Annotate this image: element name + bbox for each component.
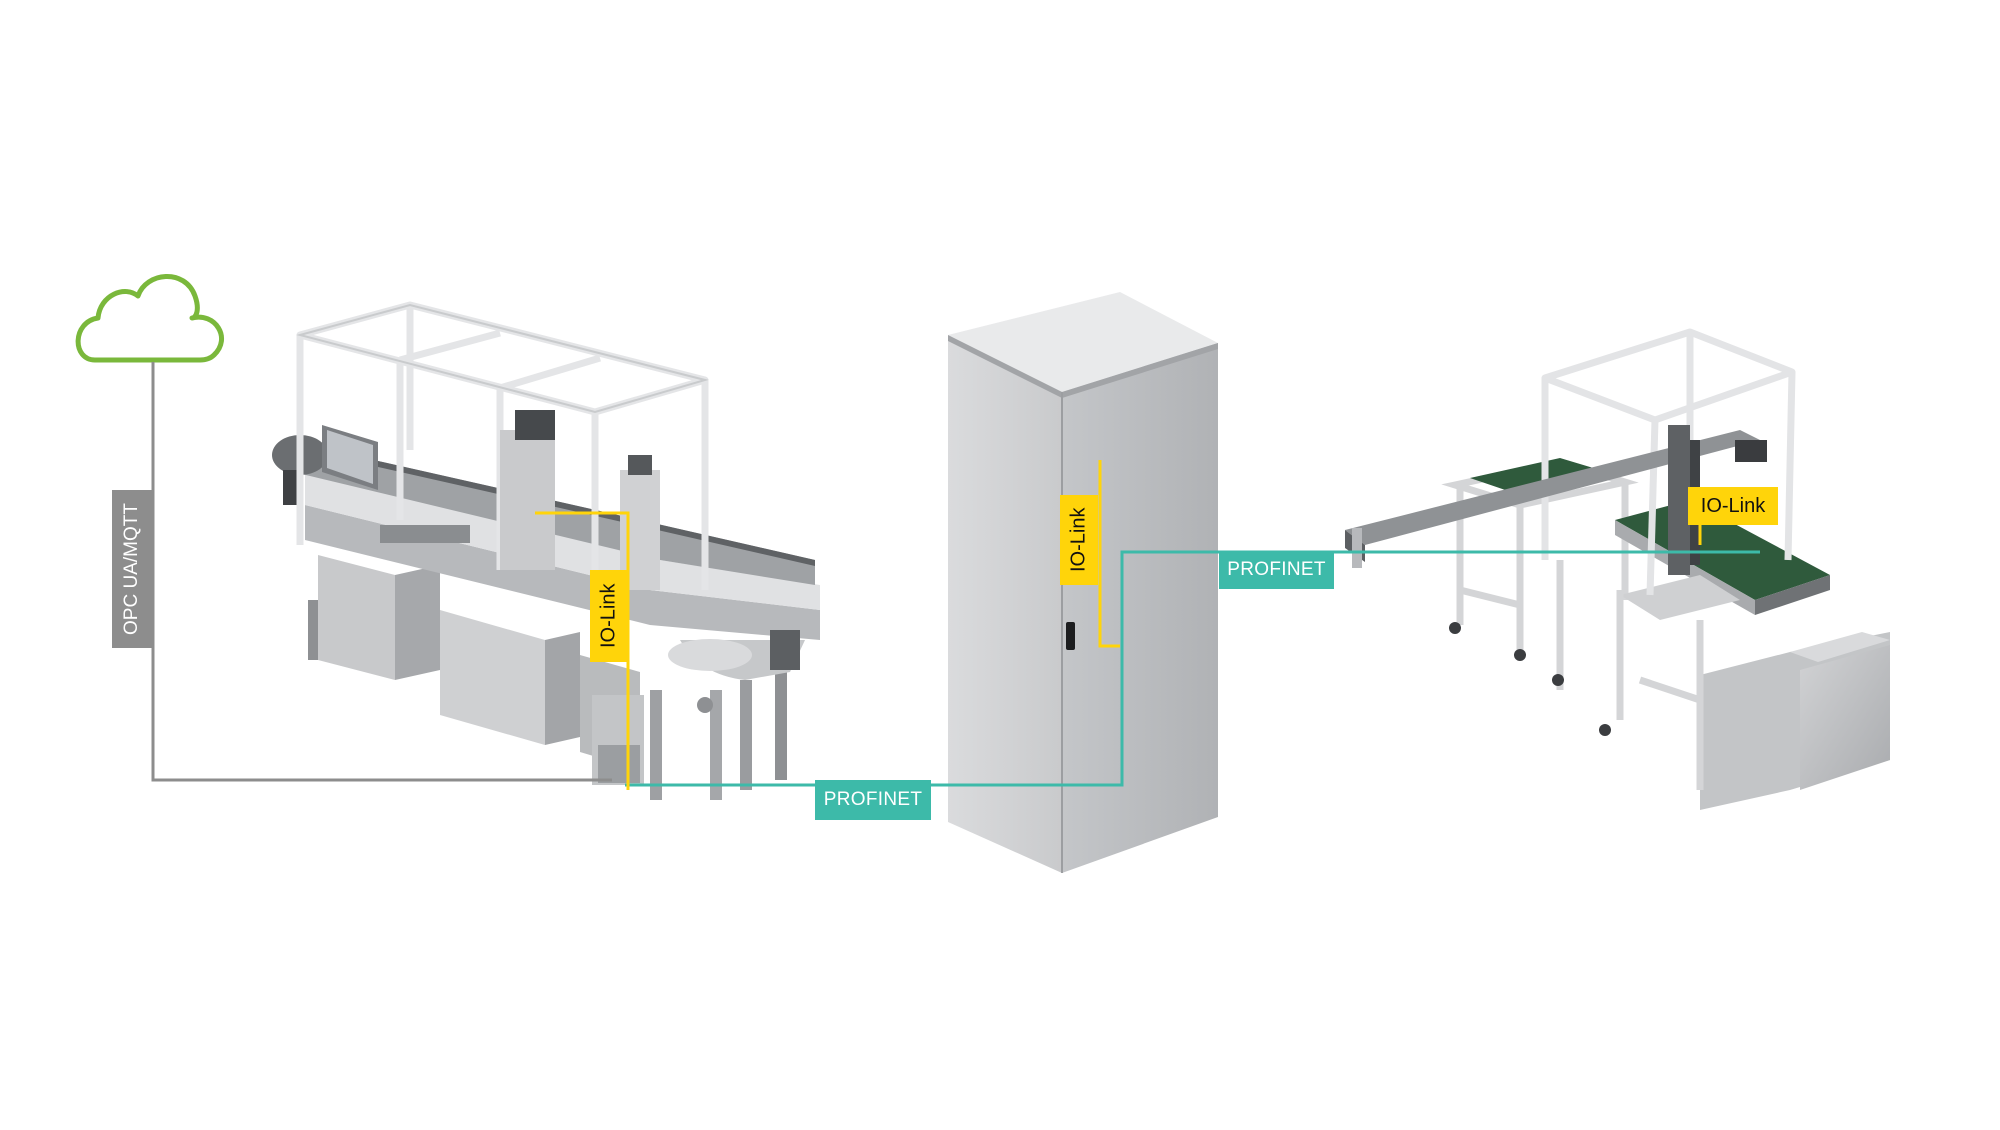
io-link-label-right: IO-Link <box>1688 487 1778 525</box>
profinet-label-bottom: PROFINET <box>815 780 931 820</box>
transfer-machine <box>1345 328 1890 810</box>
profinet-text-bottom: PROFINET <box>823 789 923 810</box>
profinet-text-right: PROFINET <box>1227 559 1326 580</box>
opc-ua-mqtt-text: OPC UA/MQTT <box>121 503 142 635</box>
io-link-label-cabinet: IO-Link <box>1060 495 1098 585</box>
io-link-connection-left <box>535 511 630 790</box>
io-link-text-right: IO-Link <box>1700 494 1766 517</box>
io-link-text-left: IO-Link <box>597 583 620 649</box>
cloud-icon <box>75 274 224 363</box>
cabinet-handle <box>1066 622 1075 650</box>
opc-ua-mqtt-label: OPC UA/MQTT <box>112 490 152 648</box>
profinet-label-right: PROFINET <box>1219 551 1334 589</box>
io-link-text-cabinet: IO-Link <box>1067 507 1090 573</box>
io-link-label-left: IO-Link <box>590 570 628 662</box>
assembly-machine <box>272 301 820 800</box>
opc-ua-connection <box>151 362 612 782</box>
io-link-connection-cabinet <box>1098 460 1120 648</box>
